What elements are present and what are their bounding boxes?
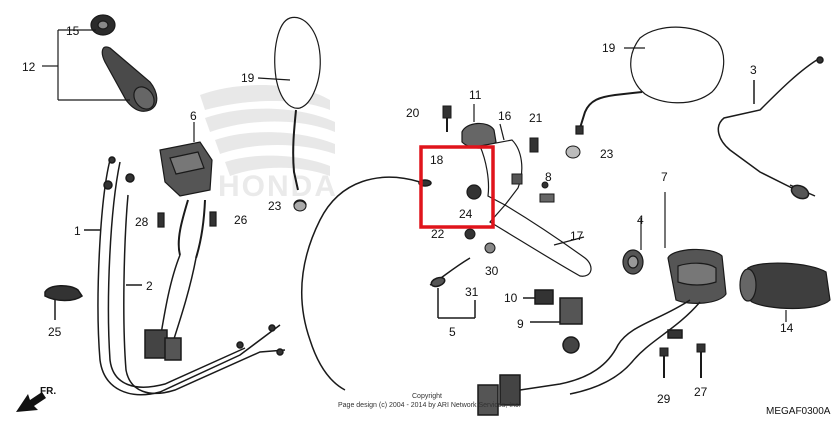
- callout-17: 17: [570, 229, 584, 243]
- callout-23-left: 23: [268, 199, 282, 213]
- choke-cable: [717, 56, 824, 200]
- callout-24: 24: [459, 207, 473, 221]
- callout-1: 1: [74, 224, 81, 238]
- callout-19-left: 19: [241, 71, 255, 85]
- callout-18: 18: [430, 153, 444, 167]
- honda-wing-watermark: HONDA: [200, 84, 338, 203]
- callout-15: 15: [66, 24, 80, 38]
- callout-28: 28: [135, 215, 149, 229]
- callout-9: 9: [517, 317, 524, 331]
- cable-clip: [44, 285, 84, 320]
- callout-2: 2: [146, 279, 153, 293]
- copyright-title: Copyright: [412, 393, 442, 400]
- callout-19-right: 19: [602, 41, 616, 55]
- callout-10: 10: [504, 291, 518, 305]
- honda-watermark-text: HONDA: [218, 170, 338, 203]
- callout-20: 20: [406, 106, 420, 120]
- front-label: FR.: [40, 386, 56, 397]
- callout-29: 29: [657, 392, 671, 406]
- right-mirror-nut: [565, 145, 581, 159]
- left-switch-harness: [144, 254, 197, 361]
- footer: Copyright Page design (c) 2004 - 2014 by…: [338, 393, 831, 417]
- highlight-box: [419, 145, 495, 229]
- callout-5: 5: [449, 325, 456, 339]
- callout-23-right: 23: [600, 147, 614, 161]
- diagram-code: MEGAF0300A: [766, 406, 831, 417]
- right-grip: [739, 262, 831, 322]
- callout-26: 26: [234, 213, 248, 227]
- right-mirror: [575, 26, 725, 135]
- right-switch-housing: [622, 192, 727, 304]
- callout-6: 6: [190, 109, 197, 123]
- left-grip-assembly: [42, 14, 158, 112]
- throttle-cable: [300, 176, 476, 391]
- lever-fasteners: [442, 105, 555, 254]
- right-switch-harness: [477, 289, 701, 416]
- bottom-screws: [659, 343, 706, 378]
- callout-31: 31: [465, 285, 479, 299]
- callout-30: 30: [485, 264, 499, 278]
- callout-22: 22: [431, 227, 445, 241]
- cable-bundle: [84, 156, 286, 396]
- callout-labels: 15 12 19 6 28 26 1 2 25 23 20 11 16 21 1…: [22, 24, 794, 406]
- callout-3: 3: [750, 63, 757, 77]
- left-mirror-nut: [293, 200, 307, 212]
- callout-7: 7: [661, 170, 668, 184]
- callout-12: 12: [22, 60, 36, 74]
- copyright-notice: Page design (c) 2004 - 2014 by ARI Netwo…: [338, 402, 521, 409]
- lever-assembly: [461, 104, 592, 277]
- callout-14: 14: [780, 321, 794, 335]
- callout-25: 25: [48, 325, 62, 339]
- callout-27: 27: [694, 385, 708, 399]
- left-switch-housing: [157, 122, 217, 259]
- callout-21: 21: [529, 111, 543, 125]
- callout-8: 8: [545, 170, 552, 184]
- front-direction-indicator: FR.: [16, 386, 56, 412]
- callout-11: 11: [469, 88, 482, 102]
- callout-16: 16: [498, 109, 512, 123]
- callout-4: 4: [637, 213, 644, 227]
